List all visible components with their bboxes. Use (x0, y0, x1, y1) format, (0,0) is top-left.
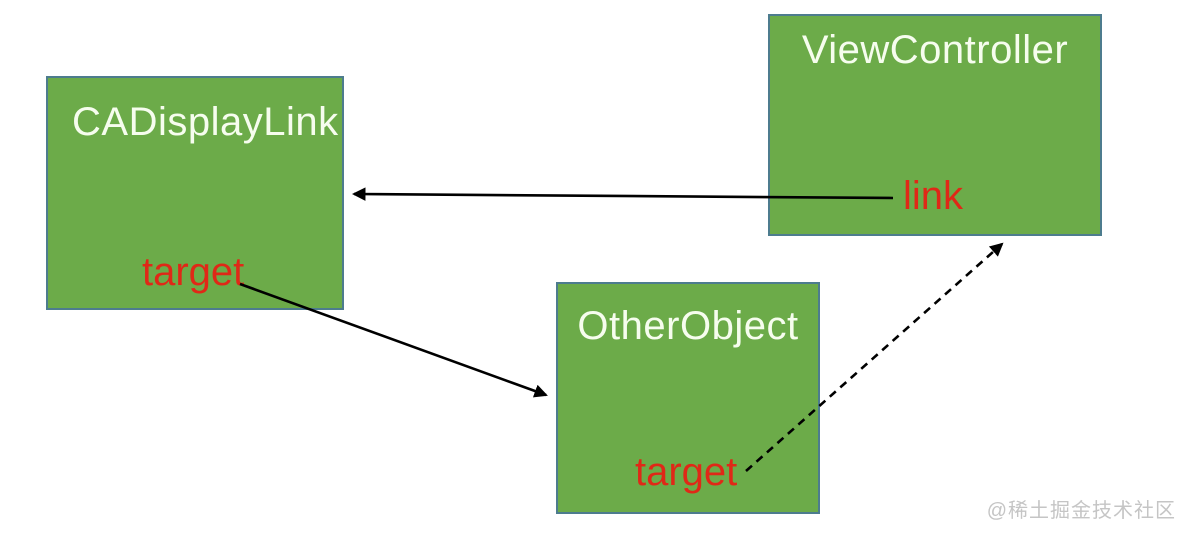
node-cadisplaylink-title: CADisplayLink (72, 100, 339, 144)
node-cadisplaylink-target-label: target (142, 250, 245, 294)
node-otherobject-title: OtherObject (577, 304, 799, 348)
watermark-text: @稀土掘金技术社区 (986, 500, 1176, 522)
node-viewcontroller-link-label: link (903, 174, 964, 218)
node-cadisplaylink: CADisplayLink target (46, 76, 344, 310)
node-otherobject: OtherObject target (556, 282, 820, 514)
node-otherobject-target-label: target (635, 450, 738, 494)
node-viewcontroller-title: ViewController (801, 28, 1069, 72)
node-viewcontroller: ViewController link (768, 14, 1102, 236)
